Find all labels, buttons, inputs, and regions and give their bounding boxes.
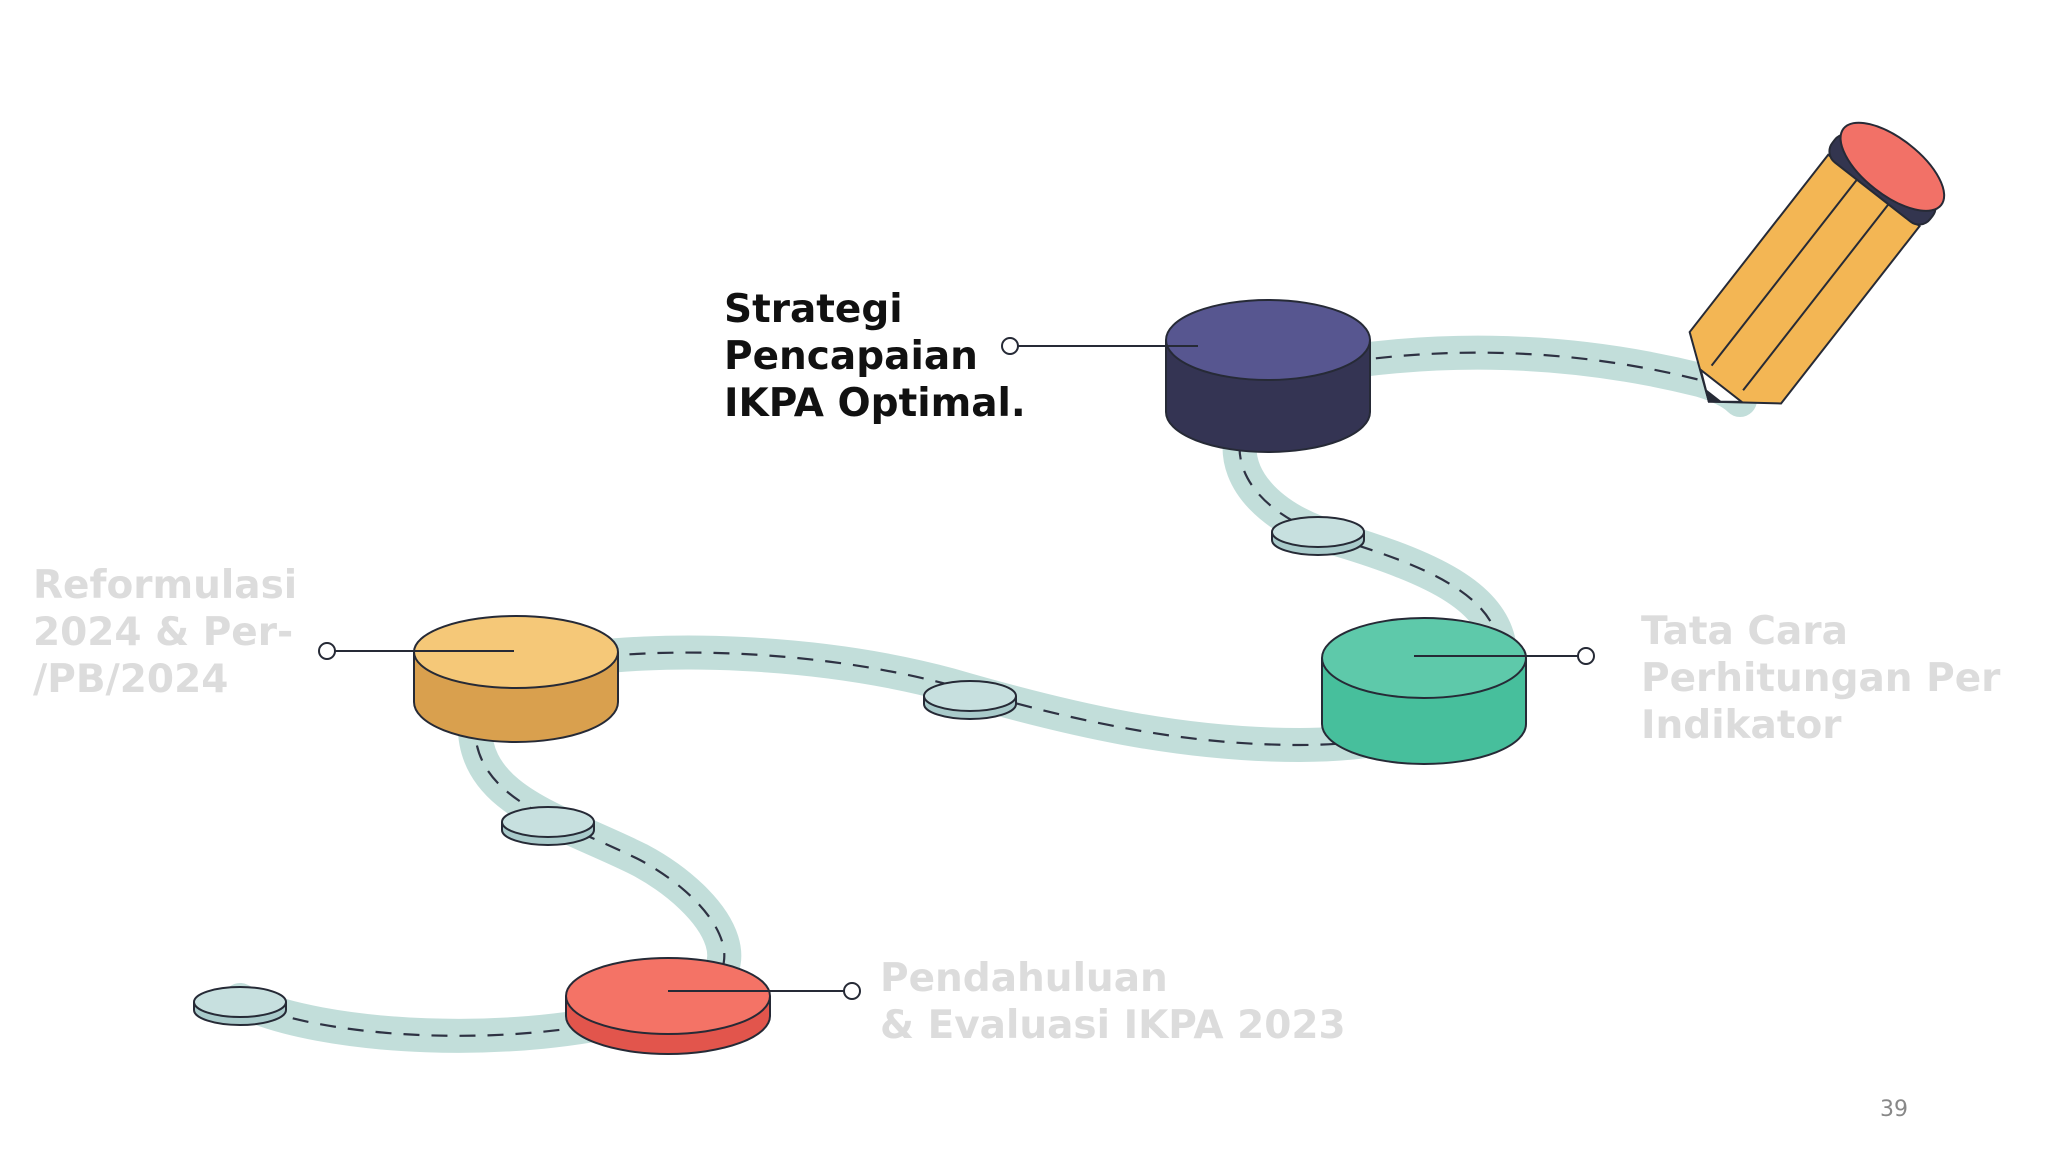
small-disc-3 [923,680,1017,720]
step-label-line: Reformulasi [33,563,298,608]
step-label-strategi: Strategi Pencapaian IKPA Optimal. [724,286,1026,427]
step-label-line: Perhitungan Per [1641,656,2001,701]
step-label-line: /PB/2024 [33,657,229,702]
step-label-line: IKPA Optimal. [724,381,1026,426]
small-disc-1 [193,986,287,1026]
milestone-reformulasi [413,615,619,743]
step-label-line: Indikator [1641,703,1842,748]
connector-pendahuluan [668,982,861,1000]
connector-strategi [1001,337,1198,355]
step-label-line: Strategi [724,287,903,332]
step-label-reformulasi: Reformulasi 2024 & Per- /PB/2024 [33,562,297,703]
small-discs [193,516,1365,1026]
pencil-icon [1688,121,1946,405]
small-disc-2 [501,806,595,846]
step-label-line: Pendahuluan [880,956,1168,1001]
connector-reformulasi [318,642,514,660]
step-label-line: Tata Cara [1641,609,1848,654]
connectors [318,337,1595,1000]
step-label-line: Pencapaian [724,334,978,379]
milestone-strategi [1165,299,1371,453]
small-disc-4 [1271,516,1365,556]
step-label-tatacara: Tata Cara Perhitungan Per Indikator [1641,608,2000,749]
page-number: 39 [1880,1097,1908,1122]
milestone-pendahuluan [565,957,771,1055]
step-label-line: & Evaluasi IKPA 2023 [880,1003,1346,1048]
step-label-pendahuluan: Pendahuluan & Evaluasi IKPA 2023 [880,955,1346,1049]
step-label-line: 2024 & Per- [33,610,294,655]
connector-tatacara [1414,647,1595,665]
milestone-tatacara [1321,617,1527,765]
milestones [413,299,1527,1055]
